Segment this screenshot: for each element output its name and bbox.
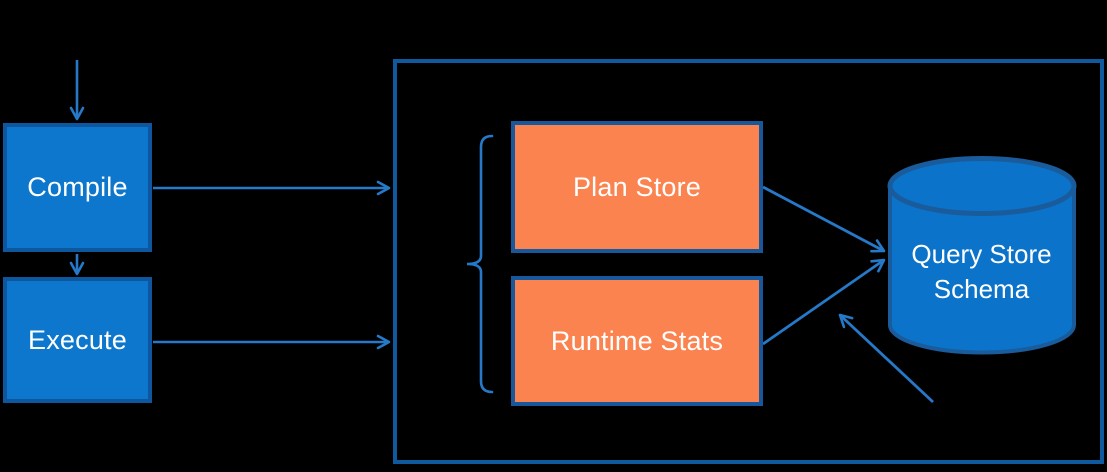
query-store-container-box: [393, 59, 1104, 464]
query-store-schema-label-line2: Schema: [933, 274, 1030, 304]
query-store-schema-label-line1: Query Store: [911, 239, 1052, 269]
execute-node: Execute: [3, 277, 152, 403]
runtime-stats-label: Runtime Stats: [550, 325, 724, 356]
runtime-stats-node: Runtime Stats: [511, 276, 763, 406]
plan-store-node: Plan Store: [511, 121, 763, 253]
plan-store-label: Plan Store: [572, 171, 702, 202]
query-store-schema-label: Query Store Schema: [888, 232, 1075, 312]
compile-node: Compile: [3, 123, 152, 252]
execute-label: Execute: [28, 324, 127, 355]
compile-label: Compile: [27, 172, 128, 202]
